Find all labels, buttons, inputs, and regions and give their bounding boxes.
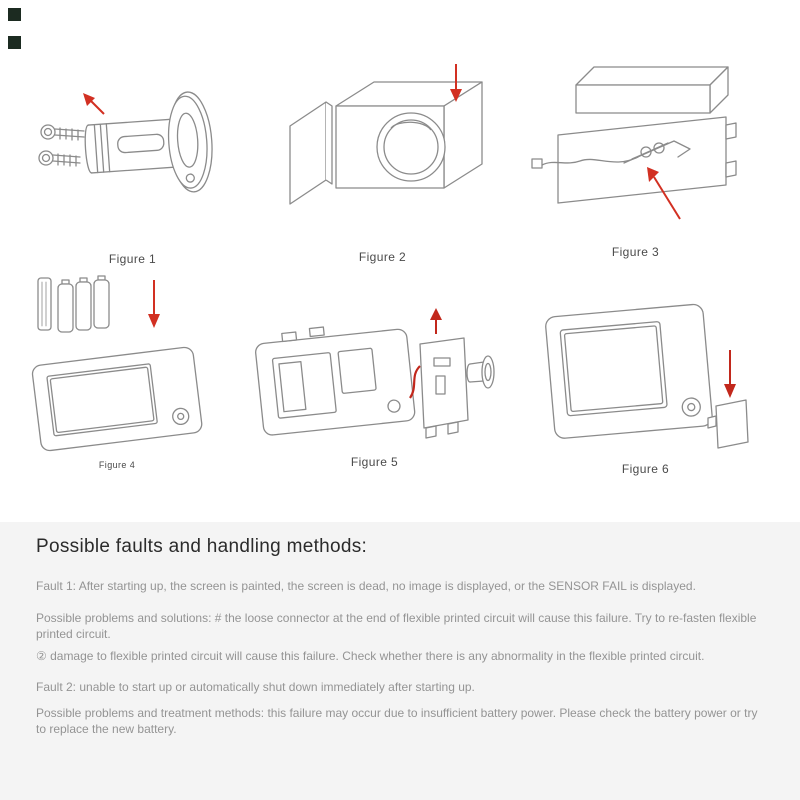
figure-5-label: Figure 5 — [350, 455, 399, 469]
door-viewer-block — [334, 81, 483, 189]
wire — [531, 156, 639, 169]
figure-4: Figure 4 — [22, 268, 212, 470]
monitor-front — [545, 303, 713, 439]
figure-3: Figure 3 — [528, 55, 743, 259]
red-arrow-icon — [82, 93, 105, 115]
red-arrow-icon — [148, 280, 160, 328]
bracket-plate — [419, 337, 469, 439]
figure-3-label: Figure 3 — [611, 245, 660, 259]
corner-mark — [8, 36, 21, 49]
fault-2-solution: Possible problems and treatment methods:… — [36, 705, 758, 737]
spring-clip — [623, 140, 691, 164]
figure-6-drawing — [545, 303, 749, 449]
batteries — [57, 275, 110, 333]
figure-3-drawing — [531, 66, 737, 220]
bracket-fragment — [707, 399, 749, 449]
monitor-body — [31, 346, 203, 452]
mounting-plate — [557, 116, 737, 204]
fault-2-description: Fault 2: unable to start up or automatic… — [36, 679, 475, 694]
faults-heading: Possible faults and handling methods: — [36, 536, 368, 557]
battery-cover — [37, 277, 52, 331]
red-arrow-icon — [724, 350, 736, 398]
figure-1-drawing — [37, 91, 213, 193]
figure-1-label: Figure 1 — [108, 252, 157, 266]
red-arrow-icon — [430, 308, 442, 334]
faults-section: Possible faults and handling methods: Fa… — [0, 522, 800, 800]
flex-cable — [409, 365, 421, 399]
red-arrow-icon — [647, 167, 681, 220]
fault-1-description: Fault 1: After starting up, the screen i… — [36, 579, 696, 593]
screws-icon — [37, 124, 85, 167]
figure-2-drawing — [288, 64, 483, 205]
figure-5: Figure 5 — [252, 300, 497, 469]
red-arrow-icon — [449, 64, 462, 102]
fault-1-solution-a: Possible problems and solutions: # the l… — [36, 611, 757, 642]
peephole-barrel — [84, 91, 213, 193]
figure-4-drawing — [31, 275, 203, 452]
figure-6: Figure 6 — [538, 292, 753, 476]
fault-1-solution-b: ② damage to flexible printed circuit wil… — [36, 648, 705, 663]
figure-5-drawing — [255, 308, 495, 439]
figure-2: Figure 2 — [275, 60, 490, 264]
monitor-back — [255, 326, 416, 436]
cover-box — [575, 66, 729, 114]
figure-6-label: Figure 6 — [621, 462, 670, 476]
figure-2-label: Figure 2 — [358, 250, 407, 264]
corner-mark — [8, 8, 21, 21]
figure-4-label: Figure 4 — [98, 460, 136, 470]
figure-1: Figure 1 — [25, 52, 240, 266]
door-panel — [288, 101, 333, 205]
viewer-barrel — [466, 355, 495, 389]
